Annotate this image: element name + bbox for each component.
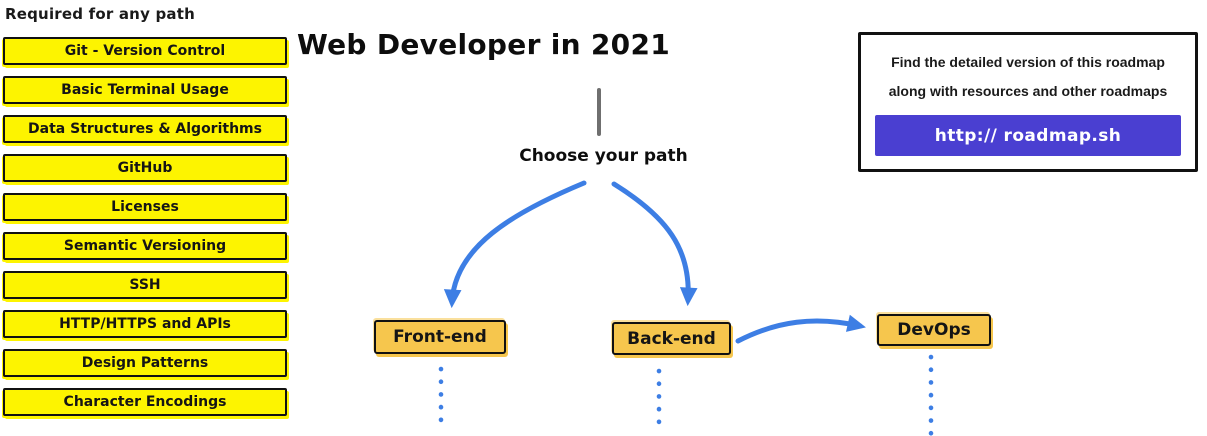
required-section: Required for any path Git - Version Cont… xyxy=(3,5,288,427)
topic-box-git-version-control[interactable]: Git - Version Control xyxy=(3,37,287,65)
topic-box-licenses[interactable]: Licenses xyxy=(3,193,287,221)
topic-box-character-encodings[interactable]: Character Encodings xyxy=(3,388,287,416)
topic-box-data-structures-algorithms[interactable]: Data Structures & Algorithms xyxy=(3,115,287,143)
path-node-devops[interactable]: DevOps xyxy=(877,314,991,346)
arrow-choose-to-backend xyxy=(611,181,698,307)
topic-box-design-patterns[interactable]: Design Patterns xyxy=(3,349,287,377)
info-box-line1: Find the detailed version of this roadma… xyxy=(891,54,1165,70)
choose-path-label: Choose your path xyxy=(519,146,688,166)
arrow-choose-to-frontend xyxy=(443,180,587,309)
topic-box-semantic-versioning[interactable]: Semantic Versioning xyxy=(3,232,287,260)
roadmap-link-button[interactable]: http:// roadmap.sh xyxy=(875,115,1181,156)
stem-line xyxy=(597,88,601,136)
topic-box-ssh[interactable]: SSH xyxy=(3,271,287,299)
info-box-line2: along with resources and other roadmaps xyxy=(888,83,1168,99)
path-node-frontend[interactable]: Front-end xyxy=(374,320,506,354)
topic-box-basic-terminal-usage[interactable]: Basic Terminal Usage xyxy=(3,76,287,104)
arrow-backend-to-devops xyxy=(735,314,866,344)
page-title: Web Developer in 2021 xyxy=(296,28,671,61)
path-node-backend[interactable]: Back-end xyxy=(612,322,731,355)
info-box: Find the detailed version of this roadma… xyxy=(858,32,1198,172)
required-section-heading: Required for any path xyxy=(5,5,195,23)
topic-box-github[interactable]: GitHub xyxy=(3,154,287,182)
topic-box-http-https-apis[interactable]: HTTP/HTTPS and APIs xyxy=(3,310,287,338)
